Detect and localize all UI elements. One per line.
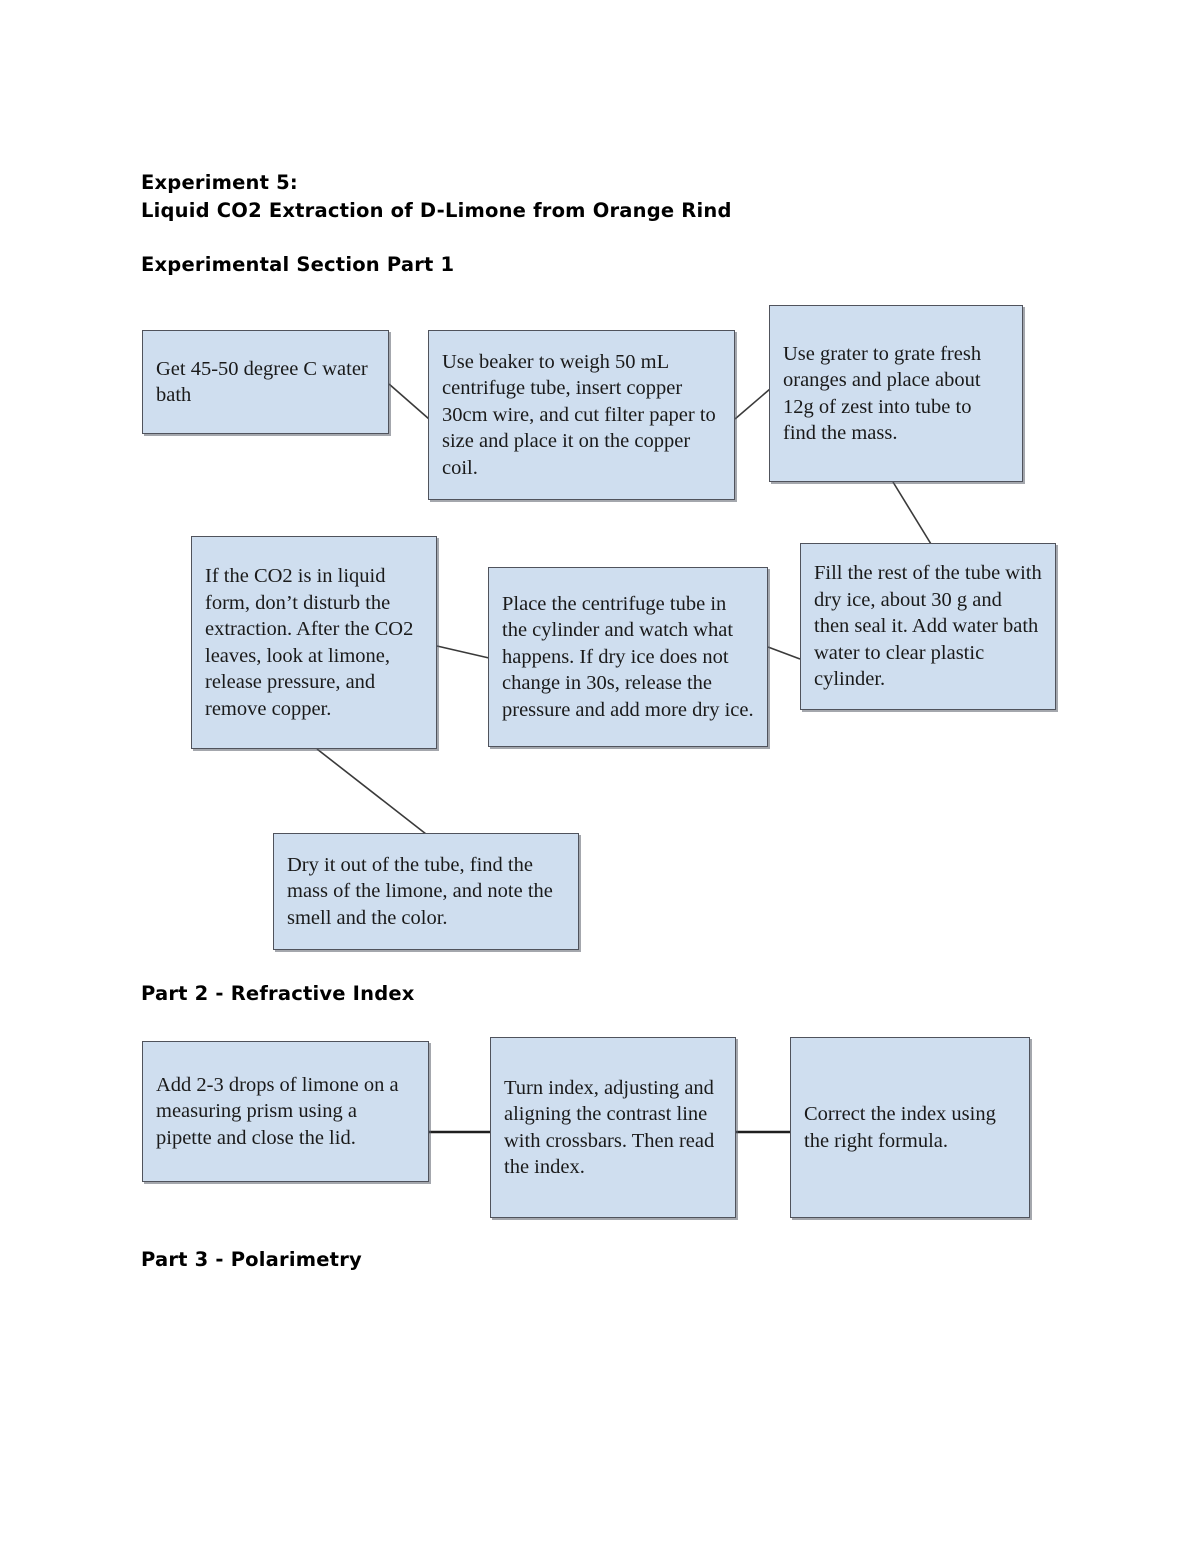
section-heading-part1: Experimental Section Part 1: [141, 253, 455, 276]
flow-box-add-drops[interactable]: Add 2-3 drops of limone on a measuring p…: [142, 1041, 429, 1182]
flow-box-text: If the CO2 is in liquid form, don’t dist…: [205, 565, 414, 720]
flow-box-text: Correct the index using the right formul…: [804, 1103, 996, 1152]
flow-box-text: Dry it out of the tube, find the mass of…: [287, 853, 553, 929]
flow-box-text: Fill the rest of the tube with dry ice, …: [814, 562, 1042, 691]
document-title-line2: Liquid CO2 Extraction of D-Limone from O…: [141, 199, 732, 222]
flow-box-text: Use grater to grate fresh oranges and pl…: [783, 342, 982, 445]
flow-box-text: Get 45-50 degree C water bath: [156, 357, 368, 407]
flow-box-fill-dry-ice[interactable]: Fill the rest of the tube with dry ice, …: [800, 543, 1056, 710]
flow-box-correct-index[interactable]: Correct the index using the right formul…: [790, 1037, 1030, 1218]
flow-box-turn-index[interactable]: Turn index, adjusting and aligning the c…: [490, 1037, 736, 1218]
flow-box-water-bath[interactable]: Get 45-50 degree C water bath: [142, 330, 389, 434]
section-heading-part2: Part 2 - Refractive Index: [141, 982, 415, 1005]
flow-box-text: Place the centrifuge tube in the cylinde…: [502, 592, 754, 721]
section-heading-part3: Part 3 - Polarimetry: [141, 1248, 362, 1271]
flow-box-weigh-tube[interactable]: Use beaker to weigh 50 mL centrifuge tub…: [428, 330, 735, 500]
flow-box-dry-and-measure[interactable]: Dry it out of the tube, find the mass of…: [273, 833, 579, 950]
flow-box-liquid-co2[interactable]: If the CO2 is in liquid form, don’t dist…: [191, 536, 437, 749]
flow-box-place-in-cylinder[interactable]: Place the centrifuge tube in the cylinde…: [488, 567, 768, 747]
flow-box-text: Use beaker to weigh 50 mL centrifuge tub…: [442, 350, 716, 479]
flow-box-text: Add 2-3 drops of limone on a measuring p…: [156, 1073, 399, 1149]
flow-box-text: Turn index, adjusting and aligning the c…: [504, 1076, 715, 1179]
document-title-line1: Experiment 5:: [141, 171, 298, 194]
flow-box-grate-oranges[interactable]: Use grater to grate fresh oranges and pl…: [769, 305, 1023, 482]
